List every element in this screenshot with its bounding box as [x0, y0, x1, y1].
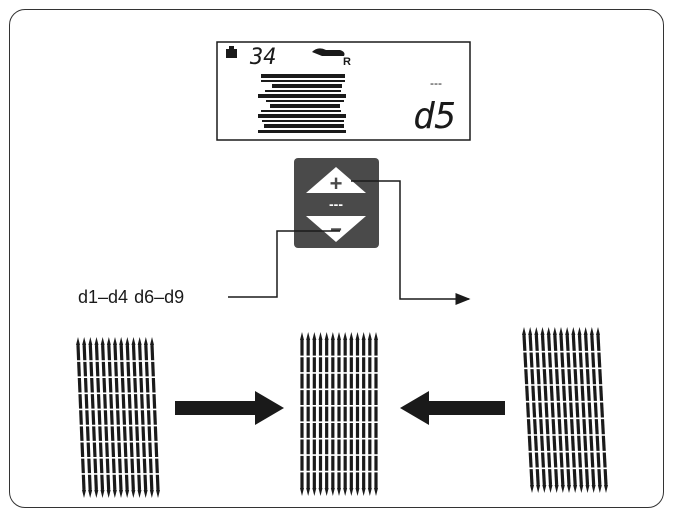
minus-symbol: − — [330, 219, 342, 241]
setting-dashes: --- — [430, 76, 442, 90]
arrow-right-icon — [175, 391, 284, 425]
presser-foot-icon — [312, 48, 345, 56]
plus-button[interactable]: + — [306, 167, 366, 196]
stitch-sample-center — [299, 332, 379, 496]
minus-connector-line — [228, 230, 340, 298]
range-lower-label: d1–d4 — [78, 287, 129, 307]
stitch-sample-left — [75, 337, 161, 498]
plus-symbol: + — [330, 171, 343, 196]
program-number: 34 — [249, 45, 277, 70]
range-upper-label: d6–d9 — [134, 287, 185, 307]
stitch-preview-icon — [258, 74, 346, 133]
memory-icon — [226, 46, 237, 58]
plus-connector-arrow — [351, 180, 471, 305]
width-adjust-button[interactable]: + --- − — [294, 158, 379, 248]
setting-value: d5 — [413, 96, 456, 137]
button-separator: --- — [329, 196, 343, 212]
connector-lines — [228, 180, 471, 305]
lcd-display: 34 R --- d5 — [216, 41, 471, 141]
arrow-left-icon — [400, 391, 505, 425]
stitch-sample-right — [521, 327, 609, 493]
position-marker: R — [343, 56, 351, 68]
minus-button[interactable]: − — [306, 216, 366, 242]
